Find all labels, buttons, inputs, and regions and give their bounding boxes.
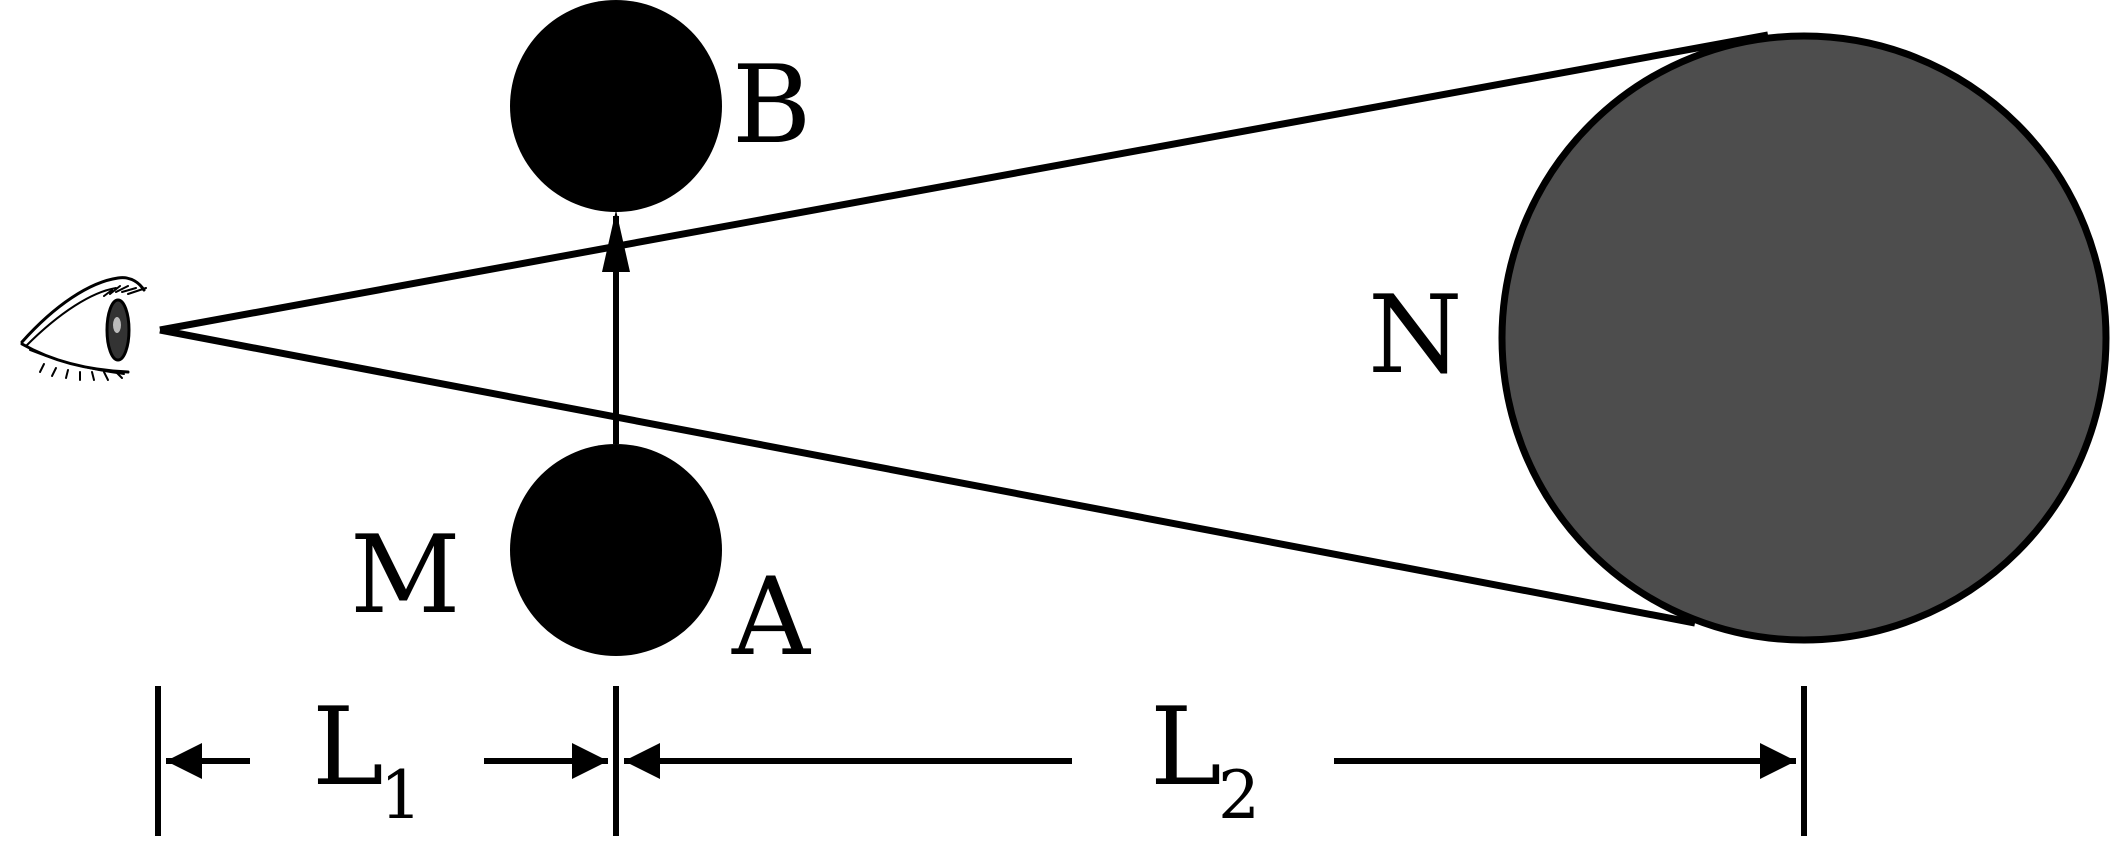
label-a: A xyxy=(731,555,812,680)
label-l1: L xyxy=(312,685,384,810)
label-l1-subscript: 1 xyxy=(380,757,422,834)
small-body-a xyxy=(510,444,722,656)
label-m: M xyxy=(350,513,461,638)
label-b: B xyxy=(732,43,811,168)
label-l2: L xyxy=(1150,685,1222,810)
small-body-b xyxy=(510,0,722,212)
lower-sightline xyxy=(159,326,1696,627)
eye-icon xyxy=(20,276,147,381)
label-l2-subscript: 2 xyxy=(1218,757,1260,834)
large-body-n xyxy=(1498,32,2110,644)
upper-sightline xyxy=(159,31,1769,334)
motion-arrowhead xyxy=(602,210,630,272)
label-n: N xyxy=(1368,273,1463,398)
